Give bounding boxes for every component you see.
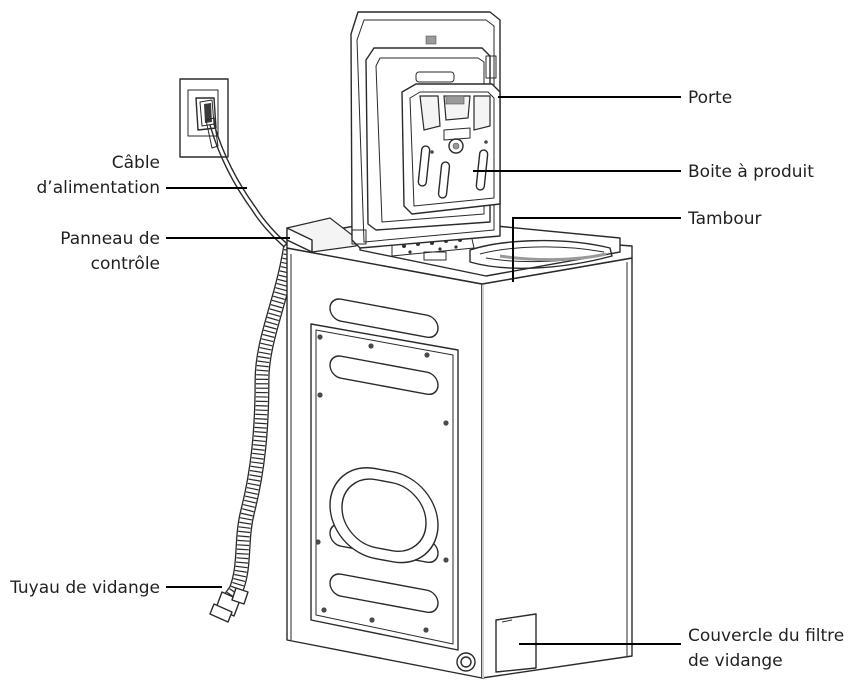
drain-hose [209,242,298,623]
label-panneau-line1: Panneau de [60,229,160,249]
leader-tambour [512,217,681,282]
lid [350,11,501,249]
label-couvercle-line2: de vidange [688,651,783,671]
label-tuyau: Tuyau de vidange [9,578,160,598]
leader-lines [166,96,681,645]
label-porte: Porte [688,88,732,108]
label-cable-line1: Câble [112,153,160,173]
label-panneau-line2: contrôle [91,254,160,274]
label-tambour: Tambour [687,209,762,229]
label-couvercle-line1: Couvercle du filtre [688,626,844,646]
label-cable-line2: d’alimentation [37,178,161,198]
cabinet [286,247,633,679]
power-cable [205,117,295,253]
label-boite-a-produit: Boite à produit [688,162,814,182]
wall-outlet [179,78,229,158]
